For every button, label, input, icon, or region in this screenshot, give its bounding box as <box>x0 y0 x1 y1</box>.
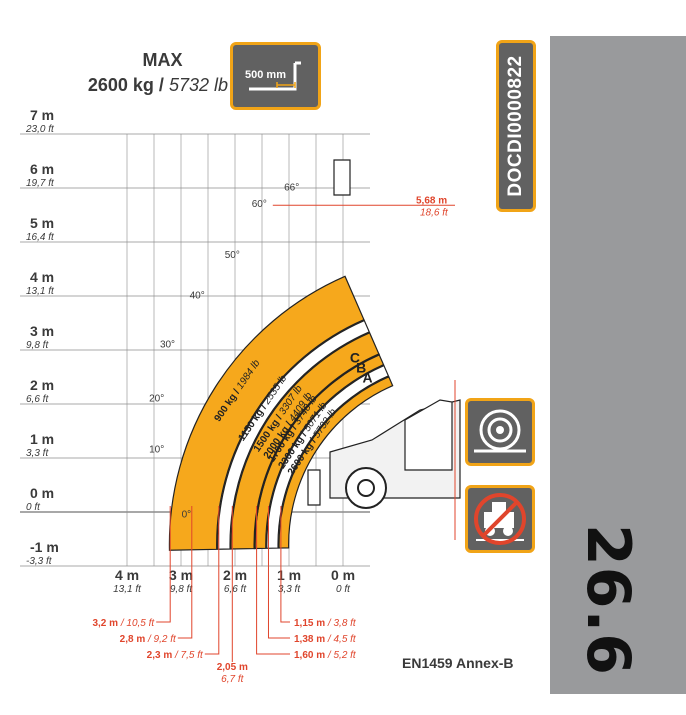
zone-letter: B <box>356 359 366 375</box>
raised-fork-carriage <box>333 159 351 196</box>
x-tick-label-ft: 6,6 ft <box>224 584 247 595</box>
boom-angle-label: 66° <box>284 183 299 194</box>
reach-leader <box>256 506 290 655</box>
y-tick-label-ft: 6,6 ft <box>26 394 49 405</box>
max-load-kg: 2600 kg <box>87 75 154 95</box>
reach-leader <box>177 506 193 639</box>
y-tick-label-ft: 16,4 ft <box>26 232 55 243</box>
fork-icon <box>249 61 301 91</box>
reach-callout-ft: / 4,5 ft <box>325 634 357 645</box>
boom-angle-label: 20° <box>149 393 164 404</box>
zone-letter: A <box>362 370 372 386</box>
y-tick-label-ft: 9,8 ft <box>26 340 49 351</box>
y-tick-label-ft: 0 ft <box>26 502 41 513</box>
max-title: MAX <box>142 50 183 70</box>
x-tick-label-m: 0 m <box>331 567 355 583</box>
x-tick-label-ft: 0 ft <box>336 584 351 595</box>
reach-callout-m: 1,38 m <box>294 634 325 645</box>
reach-callout-m: 2,8 m <box>120 634 146 645</box>
boom-angle-label: 40° <box>190 291 205 302</box>
x-tick-label-m: 2 m <box>223 567 247 583</box>
reach-callout-ft: / 5,2 ft <box>325 650 357 661</box>
boom-angle-label: 0° <box>182 509 192 520</box>
reach-callout-m: 1,60 m <box>294 650 325 661</box>
reach-callout-m: 1,15 m <box>294 618 325 629</box>
max-load: 2600 kg / 5732 lb <box>18 75 228 96</box>
y-tick-label-m: 6 m <box>30 161 54 177</box>
y-tick-label-m: 0 m <box>30 485 54 501</box>
reach-leader <box>280 506 290 623</box>
tyre-icon <box>474 409 526 453</box>
model-sidebar <box>550 36 686 694</box>
load-zone <box>266 364 390 549</box>
y-tick-label-ft: 3,3 ft <box>26 448 49 459</box>
reach-callout: 1,15 m / 3,8 ft <box>294 618 357 629</box>
reach-callout: 2,3 m / 7,5 ft <box>147 650 204 661</box>
y-tick-label-ft: 19,7 ft <box>26 178 55 189</box>
y-tick-label-m: 2 m <box>30 377 54 393</box>
max-load-lb: 5732 lb <box>168 75 228 95</box>
standard-label: EN1459 Annex-B <box>402 655 514 671</box>
load-zone <box>168 275 365 551</box>
load-zone <box>230 332 380 550</box>
max-height-ft: 18,6 ft <box>420 207 449 218</box>
wheel-hub <box>357 479 375 497</box>
max-height-m: 5,68 m <box>416 195 447 206</box>
reach-callout: 1,38 m / 4,5 ft <box>294 634 357 645</box>
boom-angle-label: 30° <box>160 339 175 350</box>
y-tick-label-m: 4 m <box>30 269 54 285</box>
reach-callout-ft: / 7,5 ft <box>172 650 204 661</box>
cab-window <box>404 399 453 471</box>
y-tick-label-m: 7 m <box>30 107 54 123</box>
y-tick-label-m: -1 m <box>30 539 59 555</box>
reach-callout-m: 3,2 m <box>92 618 118 629</box>
load-zone <box>217 319 371 550</box>
x-tick-label-m: 4 m <box>115 567 139 583</box>
fork-length-badge: 500 mm <box>230 42 321 110</box>
reach-callout-m: 2,05 m <box>217 662 248 673</box>
x-tick-label-m: 3 m <box>169 567 193 583</box>
reach-callout-ft: 6,7 ft <box>221 674 244 685</box>
y-tick-label-ft: 13,1 ft <box>26 286 55 297</box>
x-tick-label-ft: 3,3 ft <box>278 584 301 595</box>
y-tick-label-ft: 23,0 ft <box>25 124 55 135</box>
reach-callout: 3,2 m / 10,5 ft <box>92 618 155 629</box>
reach-callout: 2,8 m / 9,2 ft <box>120 634 177 645</box>
y-tick-label-m: 3 m <box>30 323 54 339</box>
x-tick-label-ft: 9,8 ft <box>170 584 193 595</box>
fork-length-label: 500 mm <box>245 69 286 81</box>
reach-callout-ft: / 3,8 ft <box>325 618 357 629</box>
boom-angle-label: 60° <box>252 199 267 210</box>
max-load-separator: / <box>158 75 164 95</box>
fork-carriage <box>307 469 321 506</box>
zone-letter: C <box>350 349 360 365</box>
no-stabilizer-badge <box>465 485 535 553</box>
y-tick-label-m: 1 m <box>30 431 54 447</box>
load-zone <box>278 376 394 549</box>
reach-callout-ft: / 9,2 ft <box>145 634 177 645</box>
y-tick-label-m: 5 m <box>30 215 54 231</box>
x-tick-label-m: 1 m <box>277 567 301 583</box>
x-tick-label-ft: 13,1 ft <box>113 584 142 595</box>
no-stabilizer-icon <box>474 493 526 545</box>
reach-leader <box>204 506 220 655</box>
reach-leader <box>156 506 171 623</box>
reach-callout-m: 2,3 m <box>147 650 173 661</box>
tyre-badge <box>465 398 535 466</box>
reach-callout: 1,60 m / 5,2 ft <box>294 650 357 661</box>
reach-leader <box>267 506 290 639</box>
y-tick-label-ft: -3,3 ft <box>26 556 53 567</box>
boom-angle-label: 50° <box>225 250 240 261</box>
boom-angle-label: 10° <box>149 445 164 456</box>
document-code-badge: DOCDI0000822 <box>496 40 536 212</box>
reach-callout-ft: / 10,5 ft <box>118 618 155 629</box>
